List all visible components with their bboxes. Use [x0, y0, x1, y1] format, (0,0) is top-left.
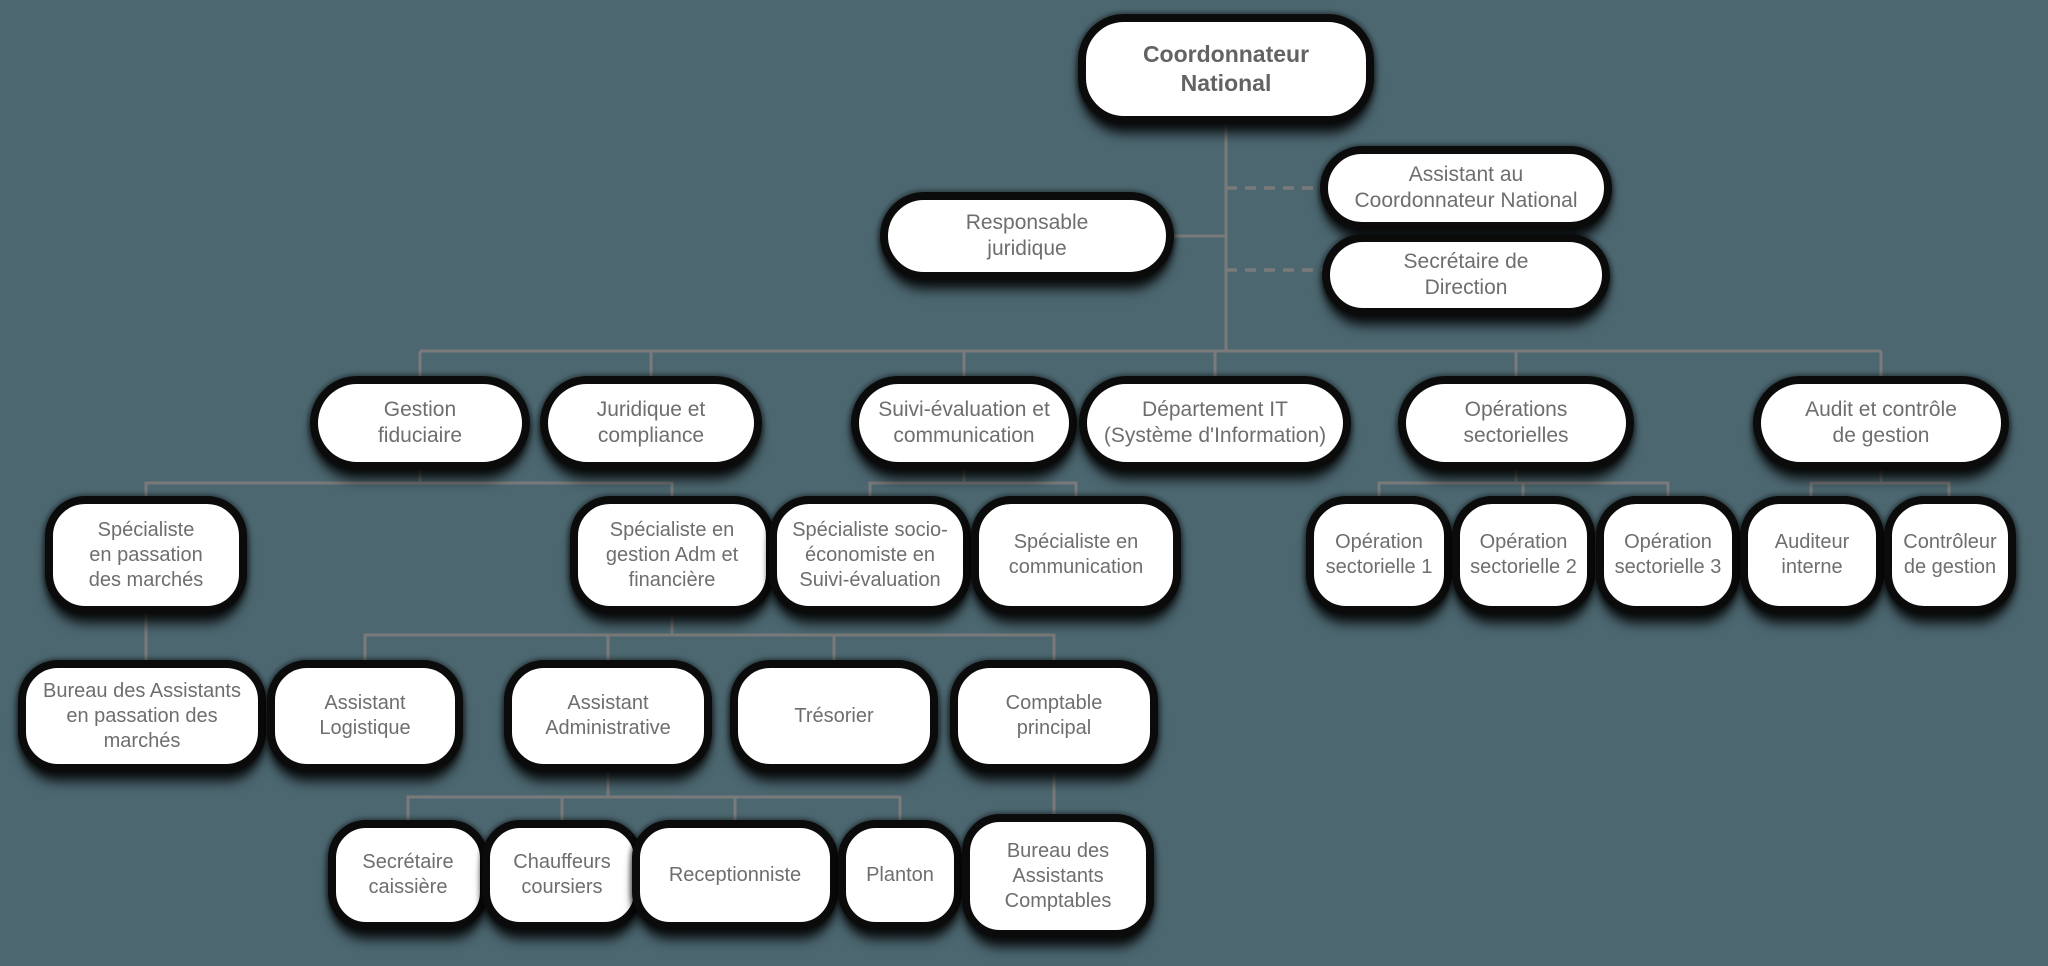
node-label: Contrôleur de gestion: [1903, 531, 1997, 578]
node-label: Assistant Logistique: [319, 692, 411, 739]
org-node-coordonnateur-national: Coordonnateur National: [1078, 14, 1374, 124]
org-node-comptable-principal: Comptable principal: [950, 660, 1158, 772]
org-node-chauffeurs-coursiers: Chauffeurs coursiers: [482, 820, 642, 930]
connector-assistant-administrative-bracket: [406, 768, 902, 824]
connector-gestion-fiduciaire-bracket: [144, 466, 674, 500]
node-label: Assistant au Coordonnateur National: [1354, 162, 1578, 212]
node-label: Bureau des Assistants en passation des m…: [43, 679, 241, 752]
connector-suivi-evaluation-bracket: [868, 466, 1078, 500]
node-label: Assistant Administrative: [545, 692, 671, 739]
org-node-operation-sectorielle-1: Opération sectorielle 1: [1306, 496, 1452, 614]
node-label: Secrétaire de Direction: [1403, 249, 1529, 299]
node-label: Responsable juridique: [965, 210, 1089, 260]
org-node-gestion-fiduciaire: Gestion fiduciaire: [310, 376, 530, 470]
org-node-departement-it: Département IT (Système d'Information): [1079, 376, 1351, 470]
node-label: Planton: [866, 863, 934, 886]
node-label: Gestion fiduciaire: [377, 397, 463, 447]
node-label: Trésorier: [794, 704, 874, 727]
node-label: Auditeur interne: [1774, 531, 1850, 578]
org-node-receptionniste: Receptionniste: [632, 820, 838, 930]
node-label: Chauffeurs coursiers: [513, 851, 611, 898]
org-node-responsable-juridique: Responsable juridique: [880, 192, 1174, 280]
node-label: Spécialiste socio- économiste en Suivi-é…: [792, 518, 948, 591]
org-node-operations-sectorielles: Opérations sectorielles: [1398, 376, 1634, 470]
org-node-specialiste-gestion-adm: Spécialiste en gestion Adm et financière: [570, 496, 774, 614]
org-node-bureau-assistants-comptables: Bureau des Assistants Comptables: [962, 814, 1154, 938]
node-label: Opération sectorielle 1: [1325, 531, 1433, 578]
node-label: Coordonnateur National: [1142, 41, 1310, 96]
org-node-specialiste-socio-economiste: Spécialiste socio- économiste en Suivi-é…: [769, 496, 971, 614]
org-node-auditeur-interne: Auditeur interne: [1740, 496, 1884, 614]
node-label: Opérations sectorielles: [1463, 397, 1569, 447]
node-label: Spécialiste en passation des marchés: [88, 518, 204, 591]
node-label: Comptable principal: [1005, 692, 1103, 739]
org-node-tresorier: Trésorier: [730, 660, 938, 772]
node-label: Audit et contrôle de gestion: [1805, 397, 1957, 447]
org-node-audit-controle: Audit et contrôle de gestion: [1753, 376, 2009, 470]
org-node-assistant-coordonnateur: Assistant au Coordonnateur National: [1320, 146, 1612, 230]
node-label: Opération sectorielle 3: [1614, 531, 1722, 578]
connector-operations-sectorielles-bracket: [1377, 466, 1670, 500]
org-node-assistant-administrative: Assistant Administrative: [504, 660, 712, 772]
org-node-assistant-logistique: Assistant Logistique: [267, 660, 463, 772]
org-node-specialiste-communication: Spécialiste en communication: [971, 496, 1181, 614]
connector-gestion-adm-bracket: [363, 612, 1056, 664]
connector-audit-controle-bracket: [1809, 466, 1951, 500]
node-label: Opération sectorielle 2: [1470, 531, 1577, 578]
org-node-operation-sectorielle-3: Opération sectorielle 3: [1596, 496, 1740, 614]
org-node-planton: Planton: [838, 820, 962, 930]
node-label: Suivi-évaluation et communication: [878, 397, 1050, 447]
org-node-operation-sectorielle-2: Opération sectorielle 2: [1452, 496, 1595, 614]
org-node-suivi-evaluation: Suivi-évaluation et communication: [851, 376, 1077, 470]
node-label: Bureau des Assistants Comptables: [1004, 839, 1112, 912]
node-label: Secrétaire caissière: [362, 851, 454, 898]
node-label: Juridique et compliance: [596, 397, 706, 447]
connector-level2-drops: [418, 351, 1883, 378]
node-label: Spécialiste en communication: [1008, 531, 1144, 578]
org-node-bureau-assistants-passation: Bureau des Assistants en passation des m…: [18, 660, 266, 772]
org-node-juridique-compliance: Juridique et compliance: [540, 376, 762, 470]
org-node-controleur-gestion: Contrôleur de gestion: [1884, 496, 2016, 614]
node-label: Département IT (Système d'Information): [1103, 397, 1327, 447]
org-node-secretaire-direction: Secrétaire de Direction: [1322, 234, 1610, 316]
org-node-secretaire-caissiere: Secrétaire caissière: [328, 820, 488, 930]
node-label: Receptionniste: [668, 863, 802, 886]
org-node-specialiste-passation: Spécialiste en passation des marchés: [45, 496, 247, 614]
node-label: Spécialiste en gestion Adm et financière: [605, 518, 739, 591]
